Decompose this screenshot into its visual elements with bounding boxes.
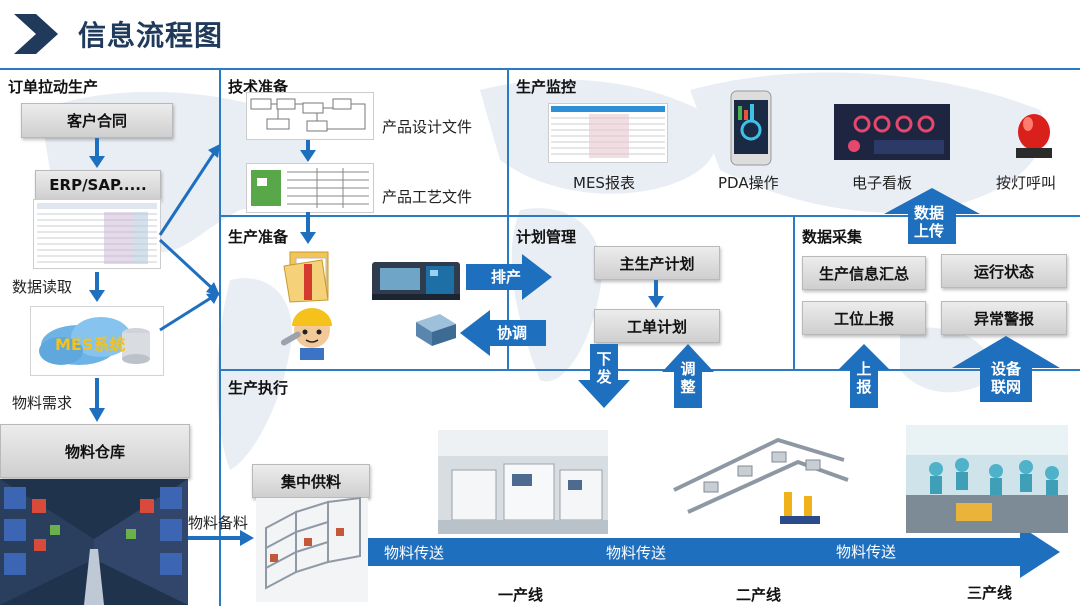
arrow-down-icon <box>89 138 105 168</box>
upload-arrow <box>884 188 980 244</box>
process-doc-image <box>246 163 374 213</box>
coordinate-arrow <box>460 310 546 356</box>
coordinate-label: 协调 <box>496 324 527 342</box>
divider <box>219 215 1080 217</box>
cnc-machine-icon <box>372 262 460 300</box>
divider <box>219 369 1080 371</box>
divider <box>507 68 509 370</box>
line2-photo <box>668 420 852 532</box>
section-plan: 计划管理 <box>516 228 577 246</box>
contract-box: 客户合同 <box>21 103 173 138</box>
erp-table-image <box>33 199 161 269</box>
run-status-box: 运行状态 <box>941 254 1067 288</box>
board-label: 电子看板 <box>852 174 913 192</box>
conveyor-arrow <box>368 526 1060 578</box>
data-read-label: 数据读取 <box>12 278 73 296</box>
arrow-down-icon <box>648 280 664 308</box>
arrow-right-icon <box>188 530 254 546</box>
line1-photo <box>438 430 608 534</box>
mold-icon <box>416 314 456 346</box>
mes-logo-text: MES系统 <box>55 335 126 354</box>
section-prep: 生产准备 <box>228 228 289 246</box>
design-doc-image <box>246 92 374 140</box>
section-monitor: 生产监控 <box>516 78 577 96</box>
flow-label-3: 物料传送 <box>836 543 897 561</box>
call-label: 按灯呼叫 <box>996 174 1057 192</box>
dispatch-label: 下发 <box>596 350 612 386</box>
divider <box>0 68 1080 70</box>
adjust-label: 调整 <box>680 360 696 396</box>
process-doc-label: 产品工艺文件 <box>382 188 473 206</box>
alarm-light-icon <box>1016 114 1052 158</box>
adjust-arrow <box>662 344 714 408</box>
arrow-down-icon <box>89 378 105 422</box>
station-report-box: 工位上报 <box>802 301 926 335</box>
line1-label: 一产线 <box>498 586 544 604</box>
line3-label: 三产线 <box>967 584 1013 602</box>
work-plan-box: 工单计划 <box>594 309 720 343</box>
master-plan-box: 主生产计划 <box>594 246 720 280</box>
worker-icon <box>280 308 332 360</box>
kanban-screen-icon <box>834 104 950 160</box>
report-arrow <box>838 344 890 408</box>
flow-label-1: 物料传送 <box>384 544 445 562</box>
alarm-box: 异常警报 <box>941 301 1067 335</box>
section-tech: 技术准备 <box>228 78 289 96</box>
pda-label: PDA操作 <box>718 174 779 192</box>
page-title: 信息流程图 <box>78 19 224 52</box>
mes-report-label: MES报表 <box>573 174 635 192</box>
flow-label-2: 物料传送 <box>606 544 667 562</box>
dispatch-arrow <box>578 344 630 408</box>
central-supply-box: 集中供料 <box>252 464 370 498</box>
erp-box: ERP/SAP..... <box>35 170 161 200</box>
chevron-right-icon <box>14 14 58 54</box>
arrow-down-icon <box>300 140 316 162</box>
info-summary-box: 生产信息汇总 <box>802 256 926 290</box>
section-collect: 数据采集 <box>802 228 863 246</box>
section-exec: 生产执行 <box>228 379 289 397</box>
schedule-label: 排产 <box>490 268 521 286</box>
warehouse-box: 物料仓库 <box>0 424 190 478</box>
device-arrow <box>952 336 1060 402</box>
arrow-diagonal-icon <box>159 292 220 332</box>
storage-rack-image <box>256 496 368 602</box>
divider <box>219 68 221 606</box>
upload-label: 数据上传 <box>913 204 944 240</box>
arrow-down-icon <box>300 212 316 244</box>
device-label: 设备联网 <box>990 360 1021 396</box>
mes-report-image <box>548 103 668 163</box>
material-prep-label: 物料备料 <box>188 514 249 532</box>
schedule-arrow <box>466 254 552 300</box>
report-label: 上报 <box>856 360 872 396</box>
mes-logo: MES系统 <box>30 306 164 376</box>
folder-icon <box>283 251 329 303</box>
divider <box>793 215 795 370</box>
warehouse-photo <box>0 479 188 605</box>
material-need-label: 物料需求 <box>12 394 73 412</box>
arrow-diagonal-icon <box>158 144 220 296</box>
pda-phone-icon <box>730 90 772 166</box>
line2-label: 二产线 <box>736 586 782 604</box>
arrow-down-icon <box>89 272 105 302</box>
section-order: 订单拉动生产 <box>8 78 99 96</box>
design-doc-label: 产品设计文件 <box>382 118 473 136</box>
line3-photo <box>906 425 1068 533</box>
